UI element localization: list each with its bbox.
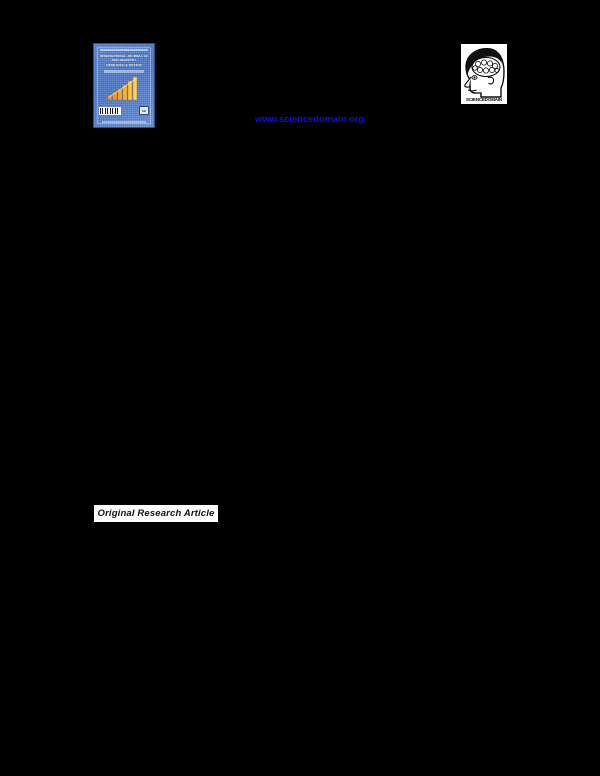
journal-cover-title-line1: INTERNATIONAL JOURNAL OF [99, 54, 149, 58]
article-type-label: Original Research Article [93, 504, 219, 523]
journal-cover-title-line2: BIOCHEMISTRY [111, 58, 137, 63]
journal-cover-bar-chart-graphic [106, 76, 144, 102]
sciencedomain-logo: SCIENCEDOMAIN [460, 43, 508, 105]
journal-cover-title-line3: RESEARCH & REVIEW [106, 62, 142, 67]
journal-cover-thumbnail: INTERNATIONAL JOURNAL OF BIOCHEMISTRY RE… [93, 43, 155, 128]
publisher-logo-label: SCIENCEDOMAIN [465, 97, 503, 102]
journal-cover-publisher-mark: SD [139, 106, 149, 115]
article-type-label-text: Original Research Article [97, 508, 215, 519]
journal-cover-title: INTERNATIONAL JOURNAL OF BIOCHEMISTRY RE… [99, 54, 149, 68]
journal-cover-subtitle [104, 70, 144, 73]
journal-cover-footer [102, 121, 146, 123]
journal-cover-topline [100, 49, 148, 51]
journal-website-url[interactable]: www.sciencedomain.org [255, 114, 364, 125]
journal-cover-barcode [99, 107, 121, 115]
journal-cover-border [97, 47, 151, 124]
